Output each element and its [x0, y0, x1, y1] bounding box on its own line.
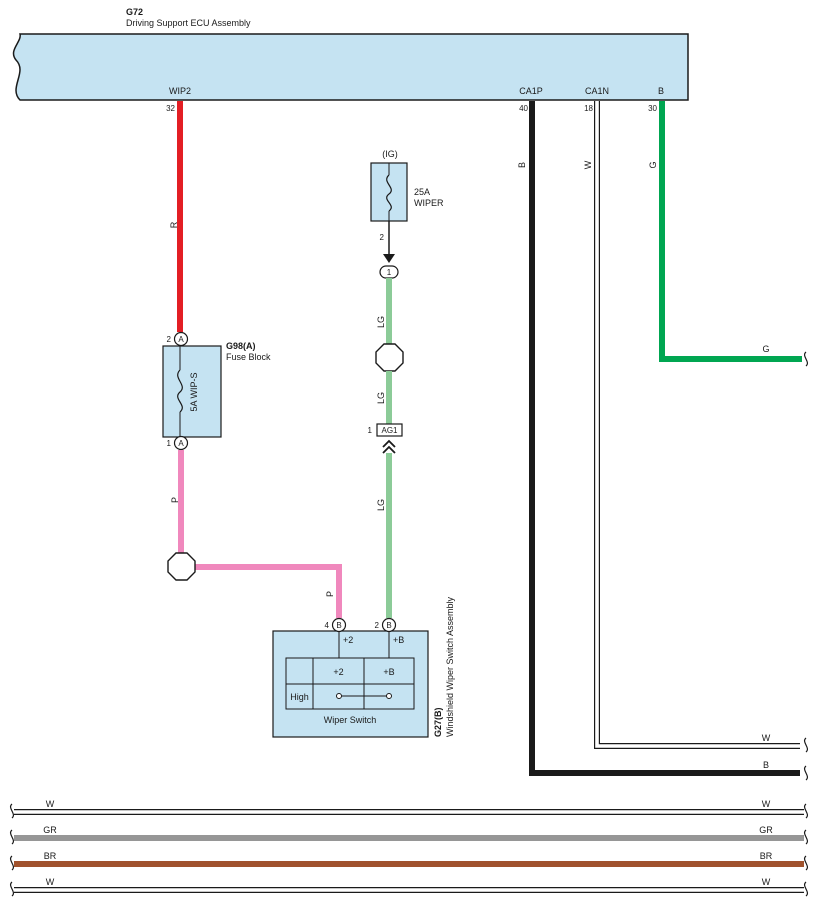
- svg-text:GR: GR: [759, 825, 773, 835]
- svg-text:+2: +2: [333, 667, 343, 677]
- ecu-id: G72: [126, 7, 143, 17]
- fuse-5a-symbol: [177, 369, 183, 413]
- ig-arrow-icon: [383, 254, 395, 263]
- ig-fuse-rating: 25A: [414, 187, 430, 197]
- terminal-wip2: WIP2: [169, 86, 191, 96]
- splice-lg: [375, 343, 404, 372]
- wire-ca1n: [595, 101, 800, 748]
- wire-switch-p: [195, 564, 342, 618]
- pin-ca1n: 18: [584, 104, 593, 113]
- ag1-label: AG1: [381, 426, 398, 435]
- svg-text:GR: GR: [43, 825, 57, 835]
- break-mark-right-3: [803, 855, 809, 871]
- svg-text:BR: BR: [44, 851, 57, 861]
- fuse-25a-symbol: [386, 174, 392, 212]
- break-mark-left-4: [9, 881, 15, 897]
- wiper-pin-plus2: 4: [325, 621, 330, 630]
- break-mark-g: [803, 351, 809, 367]
- wiper-switch-name: Windshield Wiper Switch Assembly: [445, 596, 455, 737]
- ag1-pin: 1: [368, 426, 373, 435]
- pin-b: 30: [648, 104, 657, 113]
- svg-text:B: B: [386, 621, 391, 630]
- ecu-box: [12, 33, 689, 101]
- svg-text:A: A: [178, 439, 184, 448]
- break-mark-right-4: [803, 881, 809, 897]
- wiper-pin-plusb: 2: [375, 621, 380, 630]
- svg-text:1: 1: [387, 268, 392, 277]
- wiper-row-high: High: [290, 692, 309, 702]
- ig-fuse-pin: 2: [380, 233, 385, 242]
- fuse-block-box: [162, 345, 222, 438]
- wire-fuse-out-label: P: [170, 497, 180, 503]
- fuse-block-name: Fuse Block: [226, 352, 271, 362]
- svg-text:W: W: [46, 799, 55, 809]
- wiper-terminal-plusb: +B: [393, 635, 404, 645]
- break-mark-left-2: [9, 829, 15, 845]
- break-mark-left-1: [9, 803, 15, 819]
- wiper-switch-id: G27(B): [433, 707, 443, 737]
- break-mark-b: [803, 765, 809, 781]
- wire-switch-p-label: P: [325, 591, 335, 597]
- svg-text:A: A: [178, 335, 184, 344]
- fuse-block-connector-bottom: [173, 435, 189, 451]
- terminal-ca1p: CA1P: [519, 86, 543, 96]
- wire-g-exit-label: G: [762, 344, 769, 354]
- terminal-b: B: [658, 86, 664, 96]
- fuse-block-pin-top: 2: [167, 335, 172, 344]
- wiper-switch-caption: Wiper Switch: [324, 715, 377, 725]
- wire-ig-mid-label: LG: [376, 392, 386, 404]
- wire-ca1p-label: B: [517, 162, 527, 168]
- wire-wip2-label: R: [169, 221, 179, 228]
- fuse-block-id: G98(A): [226, 341, 256, 351]
- wire-b-exit-label: B: [763, 760, 769, 770]
- pin-ca1p: 40: [519, 104, 528, 113]
- break-mark-right-1: [803, 803, 809, 819]
- splice-p: [167, 552, 196, 581]
- pin-wip2: 32: [166, 104, 175, 113]
- ag1-connector: [376, 423, 403, 437]
- wire-w-exit-label: W: [762, 733, 771, 743]
- terminal-ca1n: CA1N: [585, 86, 609, 96]
- fuse-block-connector-top: [173, 331, 189, 347]
- wire-ig-upper-label: LG: [376, 316, 386, 328]
- fuse-block-pin-bottom: 1: [167, 439, 172, 448]
- svg-text:W: W: [762, 799, 771, 809]
- svg-text:W: W: [762, 877, 771, 887]
- svg-text:BR: BR: [760, 851, 773, 861]
- svg-text:+B: +B: [383, 667, 394, 677]
- ag1-chevron-icon: [382, 439, 396, 454]
- break-mark-left-3: [9, 855, 15, 871]
- ig-label: (IG): [382, 149, 398, 159]
- svg-text:W: W: [46, 877, 55, 887]
- wire-b-label: G: [648, 161, 658, 168]
- wire-ca1n-label: W: [583, 160, 593, 169]
- ecu-name: Driving Support ECU Assembly: [126, 18, 251, 28]
- wire-ig-lower-label: LG: [376, 499, 386, 511]
- wire-ca1p: [529, 101, 800, 776]
- break-mark-right-2: [803, 829, 809, 845]
- fuse-5a-label: 5A WIP-S: [189, 372, 199, 411]
- break-mark-w: [803, 737, 809, 753]
- wiper-terminal-plus2: +2: [343, 635, 353, 645]
- ig-fuse-name: WIPER: [414, 198, 444, 208]
- wire-b: [659, 101, 802, 362]
- svg-text:B: B: [336, 621, 341, 630]
